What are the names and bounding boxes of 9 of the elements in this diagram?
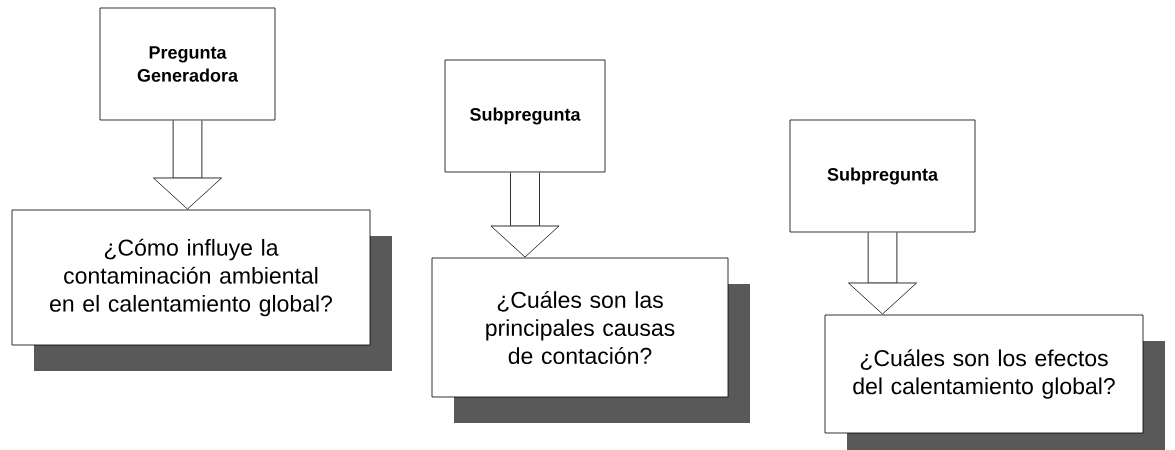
block-arrow <box>153 120 222 210</box>
question-box: ¿Cuáles son los efectos del calentamiento global? <box>824 314 1165 450</box>
question-box: ¿Cómo influye la contaminación ambiental en el calentamiento global? <box>11 209 392 371</box>
block-arrow <box>490 172 560 258</box>
question-box: ¿Cuáles son las principales causas de contación? <box>431 257 750 423</box>
heading-box: Subpregunta <box>444 59 606 173</box>
block-arrow <box>848 232 917 315</box>
heading-box: Subpregunta <box>789 119 976 233</box>
heading-box: Pregunta Generadora <box>99 7 276 121</box>
